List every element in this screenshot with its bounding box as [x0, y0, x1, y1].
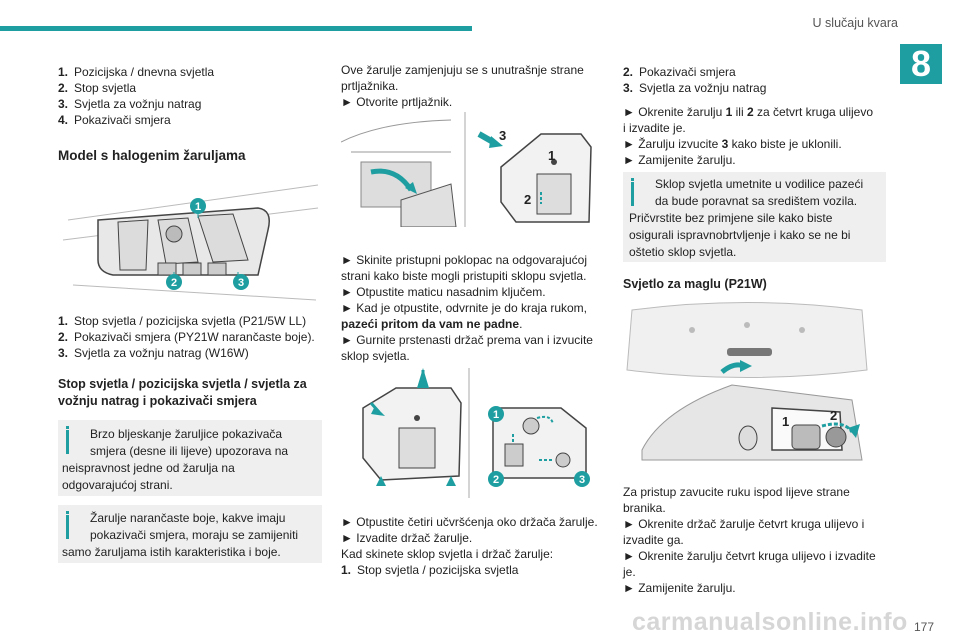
page-number: 177 [913, 620, 934, 634]
callout-label: 1 [493, 409, 499, 421]
chapter-title: U slučaju kvara [812, 16, 898, 30]
callout-label: 2 [171, 277, 177, 289]
step: strani kako biste mogli pristupiti sklop… [341, 269, 587, 283]
bulb-holder-illustration: 1 2 3 [362, 368, 590, 498]
step: Kad skinete sklop svjetla i držač žarulj… [341, 547, 554, 561]
step: ► Žarulju izvucite 3 kako biste je uklon… [623, 137, 842, 151]
step: Za pristup zavucite ruku ispod lijeve st… [623, 485, 850, 499]
list-item: 2.Stop svjetla [58, 81, 137, 95]
list-item: 2.Pokazivači smjera [623, 65, 736, 79]
step: ► Izvadite držač žarulje. [341, 531, 473, 545]
section-heading: Svjetlo za maglu (P21W) [623, 277, 767, 291]
halogen-lamp-illustration: 1 2 3 [62, 184, 319, 301]
step: ► Okrenite držač žarulje četvrt kruga ul… [623, 517, 865, 531]
info-note: Žarulje narančaste boje, kakve imaju pok… [58, 505, 322, 563]
step: ► Gurnite prstenasti držač prema van i i… [341, 333, 593, 347]
callout-label: 3 [499, 128, 506, 143]
step: ► Skinite pristupni poklopac na odgovara… [341, 253, 588, 267]
info-note: Brzo bljeskanje žaruljice pokazivača smj… [58, 420, 322, 496]
step: ► Okrenite žarulju 1 ili 2 za četvrt kru… [623, 105, 874, 119]
step: ► Okrenite žarulju četvrt kruga ulijevo … [623, 549, 876, 563]
info-icon [631, 178, 634, 181]
step: ► Kad je otpustite, odvrnite je do kraja… [341, 301, 587, 315]
step: ► Zamijenite žarulju. [623, 153, 736, 167]
header-accent-bar [0, 26, 472, 31]
watermark: carmanualsonline.info [632, 608, 908, 636]
list-item: 3.Svjetla za vožnju natrag [58, 97, 202, 111]
paragraph: prtljažnika. [341, 79, 399, 93]
step: ► Otpustite maticu nasadnim ključem. [341, 285, 546, 299]
step: je. [623, 565, 636, 579]
step: ► Zamijenite žarulju. [623, 581, 736, 595]
list-item: 1.Stop svjetla / pozicijska svjetla [341, 563, 519, 577]
step: branika. [623, 501, 666, 515]
callout-label: 3 [238, 277, 244, 289]
list-item: 1.Pozicijska / dnevna svjetla [58, 65, 215, 79]
info-icon [66, 426, 69, 429]
callout-label: 1 [782, 414, 789, 429]
step: i izvadite je. [623, 121, 686, 135]
step: sklop svjetla. [341, 349, 410, 363]
section-heading: Model s halogenim žaruljama [58, 148, 246, 163]
info-note: Sklop svjetla umetnite u vodilice pazeći… [623, 172, 886, 262]
subsection-heading: Stop svjetla / pozicijska svjetla / svje… [58, 377, 307, 408]
step: ► Otpustite četiri učvršćenja oko držača… [341, 515, 598, 529]
fog-light-illustration: 1 2 [626, 302, 868, 461]
chapter-number-tab: 8 [900, 44, 942, 84]
callout-label: 2 [830, 408, 837, 423]
callout-label: 2 [493, 474, 499, 486]
list-item: 1.Stop svjetla / pozicijska svjetla (P21… [58, 314, 307, 328]
trunk-access-illustration: 3 1 2 [341, 112, 592, 227]
callout-label: 3 [579, 474, 585, 486]
step: ► Otvorite prtljažnik. [341, 95, 453, 109]
callout-label: 1 [195, 201, 201, 213]
paragraph: Ove žarulje zamjenjuju se s unutrašnje s… [341, 63, 584, 77]
info-icon [66, 511, 69, 514]
list-item: 4.Pokazivači smjera [58, 113, 171, 127]
list-item: 2.Pokazivači smjera (PY21W narančaste bo… [58, 330, 315, 344]
list-item: 3.Svjetla za vožnju natrag (W16W) [58, 346, 249, 360]
step: izvadite ga. [623, 533, 684, 547]
list-item: 3.Svjetla za vožnju natrag [623, 81, 767, 95]
callout-label: 2 [524, 192, 531, 207]
callout-label: 1 [548, 148, 555, 163]
step: pazeći pritom da vam ne padne. [341, 317, 523, 331]
